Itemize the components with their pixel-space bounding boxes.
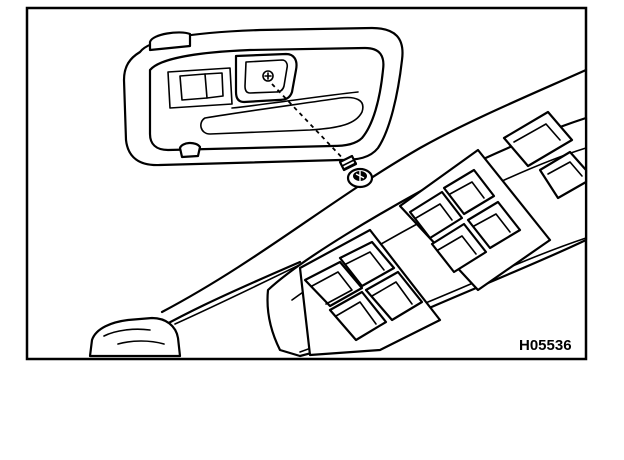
- power-window-switch-panel: [266, 110, 588, 358]
- screw-icon: [338, 154, 374, 189]
- switch-group-left: [303, 240, 424, 342]
- screw-alignment-line: [271, 83, 351, 167]
- switch-group-right: [398, 148, 552, 292]
- figure-code: H05536: [519, 337, 572, 354]
- screw-cap: [234, 52, 298, 104]
- lock-switch: [502, 110, 588, 200]
- armrest-corner: [88, 316, 182, 358]
